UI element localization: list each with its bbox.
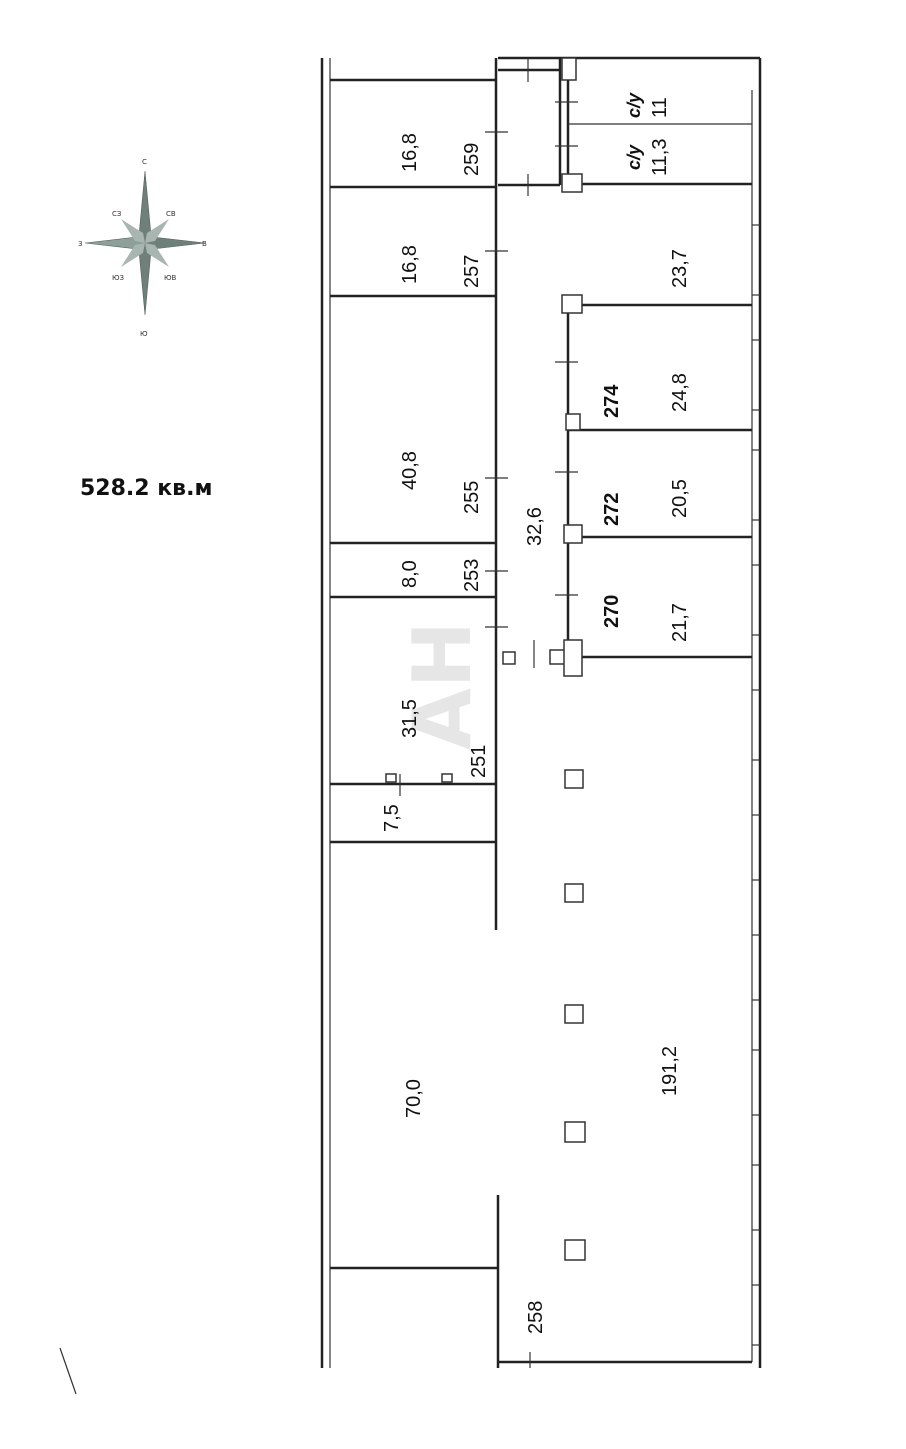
door-number-272: 272: [601, 493, 623, 526]
door-number-255: 255: [461, 481, 483, 514]
room-area-11-3: 11,3: [649, 139, 671, 176]
door-number-274: 274: [601, 384, 623, 418]
column: [563, 524, 583, 544]
room-area-7-5: 7,5: [381, 804, 403, 832]
column: [564, 883, 584, 903]
svg-text:В: В: [202, 240, 207, 248]
windows: [752, 224, 760, 1346]
door-number-257: 257: [461, 255, 483, 288]
column: [563, 639, 583, 677]
svg-text:СВ: СВ: [166, 210, 176, 218]
room-area-20-5: 20,5: [669, 479, 691, 518]
room-area-21-7: 21,7: [669, 603, 691, 642]
room-area-31-5: 31,5: [399, 699, 421, 738]
door-number-270: 270: [601, 595, 623, 628]
room-area-40-8: 40,8: [399, 451, 421, 490]
svg-text:С: С: [142, 158, 147, 166]
column: [565, 413, 581, 431]
door-mark: [385, 773, 397, 783]
svg-text:Ю: Ю: [140, 330, 148, 338]
room-area-23-7: 23,7: [669, 249, 691, 288]
column: [564, 1121, 586, 1143]
room-area-70-0: 70,0: [403, 1079, 425, 1118]
door-number-251: 251: [468, 745, 490, 778]
room-area-8-0: 8,0: [399, 560, 421, 588]
wc-label: с/у: [624, 144, 644, 170]
door-number-259: 259: [461, 143, 483, 176]
svg-text:З: З: [78, 240, 83, 248]
svg-text:ЮВ: ЮВ: [164, 274, 177, 282]
total-area-label: 528.2 кв.м: [80, 476, 213, 501]
pin-mark: [59, 1347, 77, 1395]
column: [564, 1239, 586, 1261]
column: [502, 651, 516, 665]
wc-label: с/у: [624, 92, 644, 118]
column: [561, 57, 577, 81]
door-number-253: 253: [461, 559, 483, 592]
watermark: AH: [396, 621, 489, 750]
svg-text:СЗ: СЗ: [112, 210, 122, 218]
column: [561, 173, 583, 193]
door-ticks: [399, 58, 578, 1368]
room-area-11: 11: [649, 97, 671, 118]
svg-text:ЮЗ: ЮЗ: [112, 274, 125, 282]
room-area-24-8: 24,8: [669, 373, 691, 412]
column: [564, 1004, 584, 1024]
column: [564, 769, 584, 789]
compass-rose-icon: С СВ В ЮВ Ю ЮЗ З СЗ: [78, 158, 207, 338]
room-area-16-8-second: 16,8: [399, 245, 421, 284]
room-area-16-8-top: 16,8: [399, 133, 421, 172]
room-area-32-6: 32,6: [524, 507, 546, 546]
room-area-191-2: 191,2: [659, 1046, 681, 1096]
column: [561, 294, 583, 314]
door-number-258: 258: [525, 1301, 547, 1334]
door-mark: [441, 773, 453, 783]
